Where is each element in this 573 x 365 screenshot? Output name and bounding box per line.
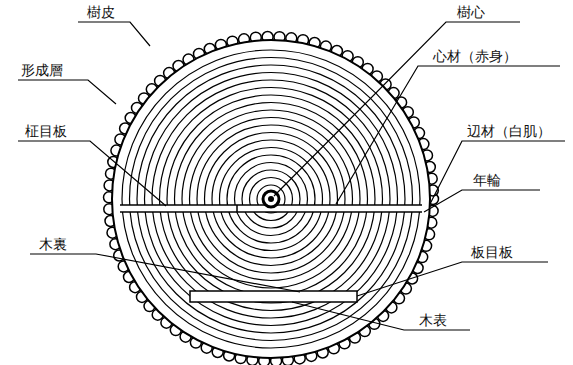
bark-scallops [104, 32, 439, 365]
cambium-ring [112, 40, 430, 358]
ring-label: 年輪 [472, 172, 502, 188]
leader-lines [18, 22, 565, 330]
flat-sawn-board [190, 291, 357, 302]
pith-label: 樹心 [456, 4, 486, 20]
sapwood-label: 辺材（白肌） [466, 123, 552, 139]
heartwood-label: 心材（赤身） [432, 48, 518, 64]
cambium-label: 形成層 [20, 62, 64, 78]
outer-face-label: 木表 [418, 312, 448, 328]
quarter-sawn-label: 柾目板 [24, 123, 68, 139]
bark-label: 樹皮 [86, 4, 116, 20]
flat-sawn-label: 板目板 [470, 244, 514, 260]
annual-rings [122, 50, 420, 348]
inner-face-label: 木裏 [38, 236, 68, 252]
